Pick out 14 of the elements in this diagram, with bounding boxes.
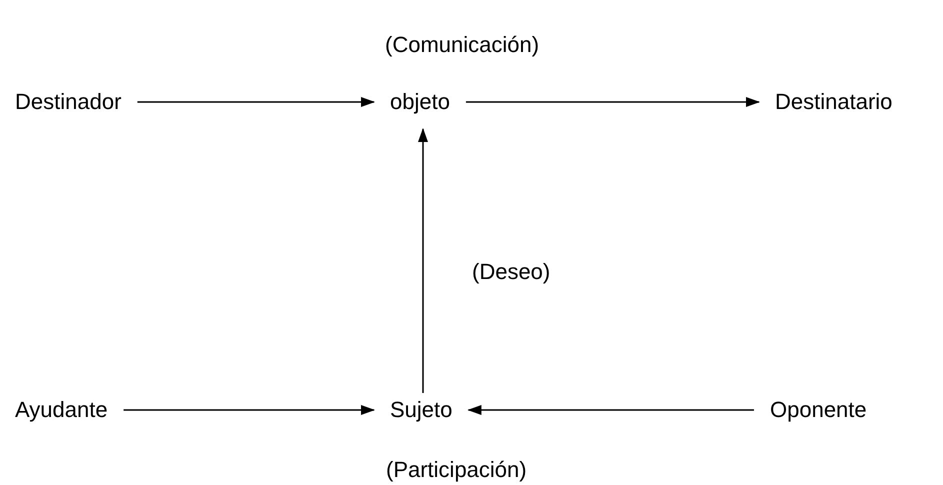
node-label: Destinador (15, 89, 122, 115)
node-label: Oponente (770, 397, 867, 423)
arrow (137, 97, 375, 107)
arrow (124, 405, 375, 415)
node-label: Ayudante (15, 397, 108, 423)
node-label: Destinatario (775, 89, 892, 115)
arrow (466, 97, 760, 107)
arrow (418, 128, 428, 393)
arrow (467, 405, 754, 415)
node-label: objeto (390, 89, 450, 115)
relation-label: (Participación) (386, 457, 527, 483)
relation-label: (Deseo) (472, 259, 550, 285)
node-label: Sujeto (390, 397, 452, 423)
relation-label: (Comunicación) (385, 32, 540, 58)
